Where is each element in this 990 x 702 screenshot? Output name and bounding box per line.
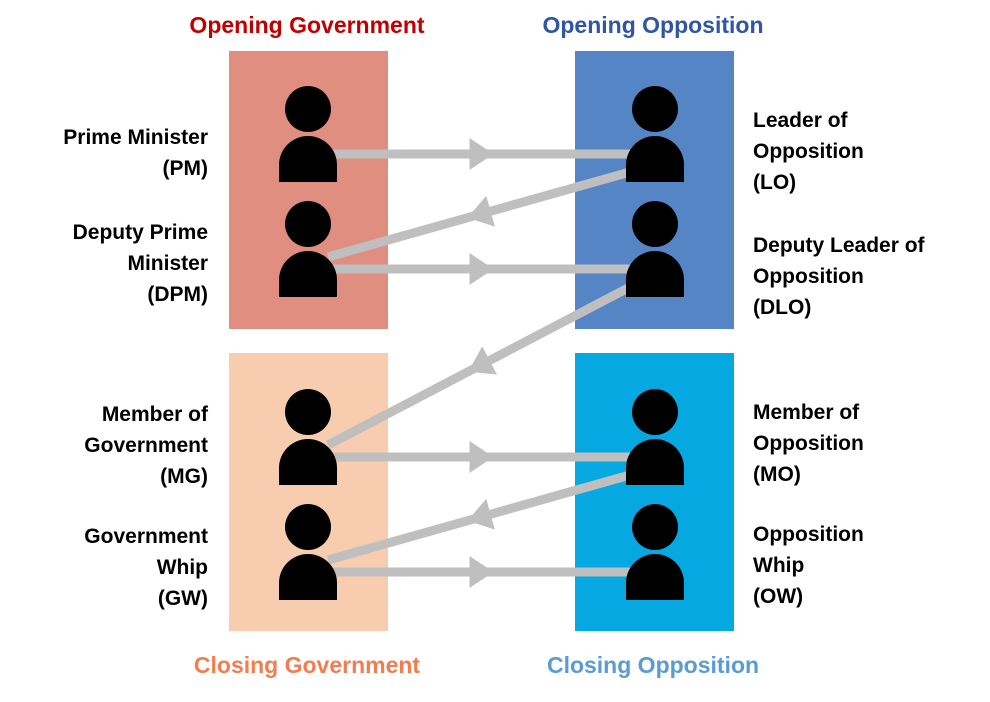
- arrowhead-icon: [469, 138, 494, 170]
- arrow-dpm-to-dlo: [333, 253, 630, 285]
- opening-government-title: Opening Government: [189, 12, 425, 38]
- arrowhead-icon: [467, 195, 495, 227]
- role-label-ow: Opposition Whip (OW): [753, 523, 864, 608]
- arrow-mo-to-gw: [326, 470, 632, 565]
- person-icon-dlo: [626, 201, 684, 297]
- person-icon-pm: [279, 86, 337, 182]
- arrow-gw-to-ow: [333, 556, 630, 588]
- person-icon-ow: [626, 504, 684, 600]
- arrow-dlo-to-mg: [325, 283, 633, 449]
- arrowhead-icon: [467, 498, 495, 530]
- role-label-gw: Government Whip (GW): [84, 525, 208, 610]
- role-label-dlo: Deputy Leader of Opposition (DLO): [753, 234, 925, 319]
- person-icon-lo: [626, 86, 684, 182]
- arrowhead-icon: [469, 441, 494, 473]
- arrows-layer: [325, 138, 633, 588]
- role-label-mo: Member of Opposition (MO): [753, 401, 864, 486]
- person-icon-gw: [279, 504, 337, 600]
- arrowhead-icon: [469, 556, 494, 588]
- closing-opposition-title: Closing Opposition: [546, 652, 760, 678]
- person-icon-mo: [626, 389, 684, 485]
- role-label-dpm: Deputy Prime Minister (DPM): [72, 221, 208, 306]
- arrow-mg-to-mo: [333, 441, 630, 473]
- role-label-mg: Member of Government (MG): [84, 403, 208, 488]
- role-label-lo: Leader of Opposition (LO): [753, 109, 864, 194]
- opening-opposition-title: Opening Opposition: [542, 12, 764, 38]
- arrowhead-icon: [469, 253, 494, 285]
- person-icon-mg: [279, 389, 337, 485]
- closing-government-title: Closing Government: [193, 652, 421, 678]
- people-layer: [279, 86, 684, 600]
- role-label-pm: Prime Minister (PM): [63, 126, 208, 180]
- arrow-pm-to-lo: [333, 138, 630, 170]
- arrowhead-icon: [468, 346, 498, 375]
- arrow-lo-to-dpm: [326, 167, 632, 262]
- person-icon-dpm: [279, 201, 337, 297]
